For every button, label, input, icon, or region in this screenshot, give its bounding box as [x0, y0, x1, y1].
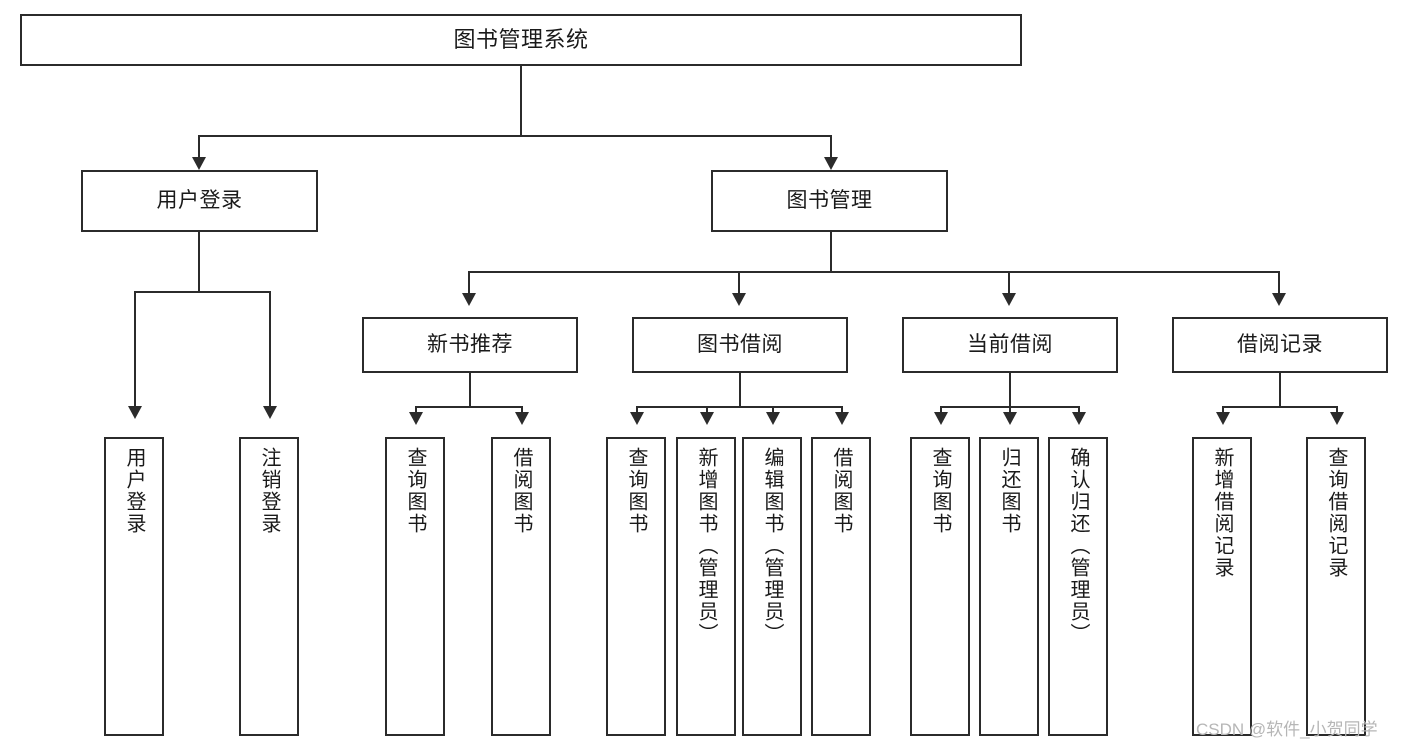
arrow-book-borrow-leaf3	[766, 412, 780, 425]
node-current-borrow[interactable]: 当前借阅	[902, 317, 1118, 373]
connector-book-borrow-leaf3	[772, 406, 774, 414]
connector-new-book-leaf1	[415, 406, 417, 414]
arrow-new-book-leaf2	[515, 412, 529, 425]
connector-user-login-leaf1	[134, 291, 136, 408]
leaf-label: 归还图书	[998, 447, 1020, 535]
connector-current-borrow-leaf3	[1078, 406, 1080, 414]
arrow-current-borrow-leaf2	[1003, 412, 1017, 425]
connector-book-borrow-stem	[739, 373, 741, 407]
arrow-new-book-leaf1	[409, 412, 423, 425]
arrow-book-borrow	[732, 293, 746, 306]
node-borrow-record[interactable]: 借阅记录	[1172, 317, 1388, 373]
leaf-borrow-book[interactable]: 借阅图书	[811, 437, 871, 736]
arrow-current-borrow-leaf3	[1072, 412, 1086, 425]
connector-user-login-leaf2	[269, 291, 271, 408]
connector-to-new-book	[468, 271, 470, 295]
leaf-label: 编辑图书（管理员）	[761, 447, 783, 645]
leaf-confirm-return-admin[interactable]: 确认归还（管理员）	[1048, 437, 1108, 736]
arrow-book-borrow-leaf4	[835, 412, 849, 425]
connector-to-user-login	[198, 135, 200, 159]
arrow-current-borrow	[1002, 293, 1016, 306]
connector-book-manage-stem	[830, 232, 832, 272]
arrow-new-book	[462, 293, 476, 306]
node-book-management[interactable]: 图书管理	[711, 170, 948, 232]
node-root-book-management-system[interactable]: 图书管理系统	[20, 14, 1022, 66]
leaf-label: 借阅图书	[510, 447, 532, 535]
leaf-label: 借阅图书	[830, 447, 852, 535]
connector-book-borrow-leaf4	[841, 406, 843, 414]
node-label: 当前借阅	[967, 332, 1053, 356]
node-label: 借阅记录	[1237, 332, 1323, 356]
arrow-borrow-record-leaf2	[1330, 412, 1344, 425]
leaf-query-borrow-record[interactable]: 查询借阅记录	[1306, 437, 1366, 736]
leaf-user-login[interactable]: 用户登录	[104, 437, 164, 736]
connector-to-book-manage	[830, 135, 832, 159]
connector-book-borrow-leaf1	[636, 406, 638, 414]
leaf-add-borrow-record[interactable]: 新增借阅记录	[1192, 437, 1252, 736]
connector-to-book-borrow	[738, 271, 740, 295]
leaf-borrow-book-recommend[interactable]: 借阅图书	[491, 437, 551, 736]
node-new-book-recommend[interactable]: 新书推荐	[362, 317, 578, 373]
leaf-return-book[interactable]: 归还图书	[979, 437, 1039, 736]
leaf-query-book-borrow[interactable]: 查询图书	[606, 437, 666, 736]
leaf-query-book-current[interactable]: 查询图书	[910, 437, 970, 736]
leaf-label: 确认归还（管理员）	[1067, 447, 1089, 645]
node-label: 图书管理系统	[453, 27, 589, 53]
leaf-label: 新增借阅记录	[1211, 447, 1233, 579]
connector-current-borrow-leaf2	[1009, 406, 1011, 414]
connector-root-stem	[520, 66, 522, 136]
connector-borrow-record-leaf1	[1222, 406, 1224, 414]
arrow-current-borrow-leaf1	[934, 412, 948, 425]
leaf-label: 查询图书	[404, 447, 426, 535]
connector-new-book-leaf2	[521, 406, 523, 414]
connector-to-borrow-record	[1278, 271, 1280, 295]
node-label: 新书推荐	[427, 332, 513, 356]
leaf-edit-book-admin[interactable]: 编辑图书（管理员）	[742, 437, 802, 736]
leaf-label: 查询借阅记录	[1325, 447, 1347, 579]
connector-level3-bus	[468, 271, 1280, 273]
node-user-login[interactable]: 用户登录	[81, 170, 318, 232]
leaf-label: 查询图书	[625, 447, 647, 535]
arrow-user-login-leaf1	[128, 406, 142, 419]
arrow-borrow-record	[1272, 293, 1286, 306]
connector-user-login-stem	[198, 232, 200, 292]
connector-borrow-record-stem	[1279, 373, 1281, 407]
connector-level2-bus	[198, 135, 832, 137]
node-book-borrow[interactable]: 图书借阅	[632, 317, 848, 373]
leaf-label: 注销登录	[258, 447, 280, 535]
connector-book-borrow-leaf2	[706, 406, 708, 414]
leaf-label: 新增图书（管理员）	[695, 447, 717, 645]
arrow-book-borrow-leaf1	[630, 412, 644, 425]
connector-to-current-borrow	[1008, 271, 1010, 295]
connector-borrow-record-leaf2	[1336, 406, 1338, 414]
connector-new-book-stem	[469, 373, 471, 407]
node-label: 用户登录	[156, 188, 243, 212]
leaf-label: 查询图书	[929, 447, 951, 535]
arrow-borrow-record-leaf1	[1216, 412, 1230, 425]
arrow-user-login	[192, 157, 206, 170]
leaf-logout[interactable]: 注销登录	[239, 437, 299, 736]
connector-user-login-bus	[134, 291, 270, 293]
connector-new-book-bus	[415, 406, 523, 408]
node-label: 图书借阅	[697, 332, 783, 356]
arrow-user-login-leaf2	[263, 406, 277, 419]
connector-current-borrow-leaf1	[940, 406, 942, 414]
arrow-book-borrow-leaf2	[700, 412, 714, 425]
connector-borrow-record-bus	[1222, 406, 1338, 408]
node-label: 图书管理	[786, 188, 873, 212]
leaf-label: 用户登录	[123, 447, 145, 535]
connector-book-borrow-bus	[636, 406, 843, 408]
connector-current-borrow-stem	[1009, 373, 1011, 407]
leaf-query-book-recommend[interactable]: 查询图书	[385, 437, 445, 736]
arrow-book-manage	[824, 157, 838, 170]
leaf-add-book-admin[interactable]: 新增图书（管理员）	[676, 437, 736, 736]
